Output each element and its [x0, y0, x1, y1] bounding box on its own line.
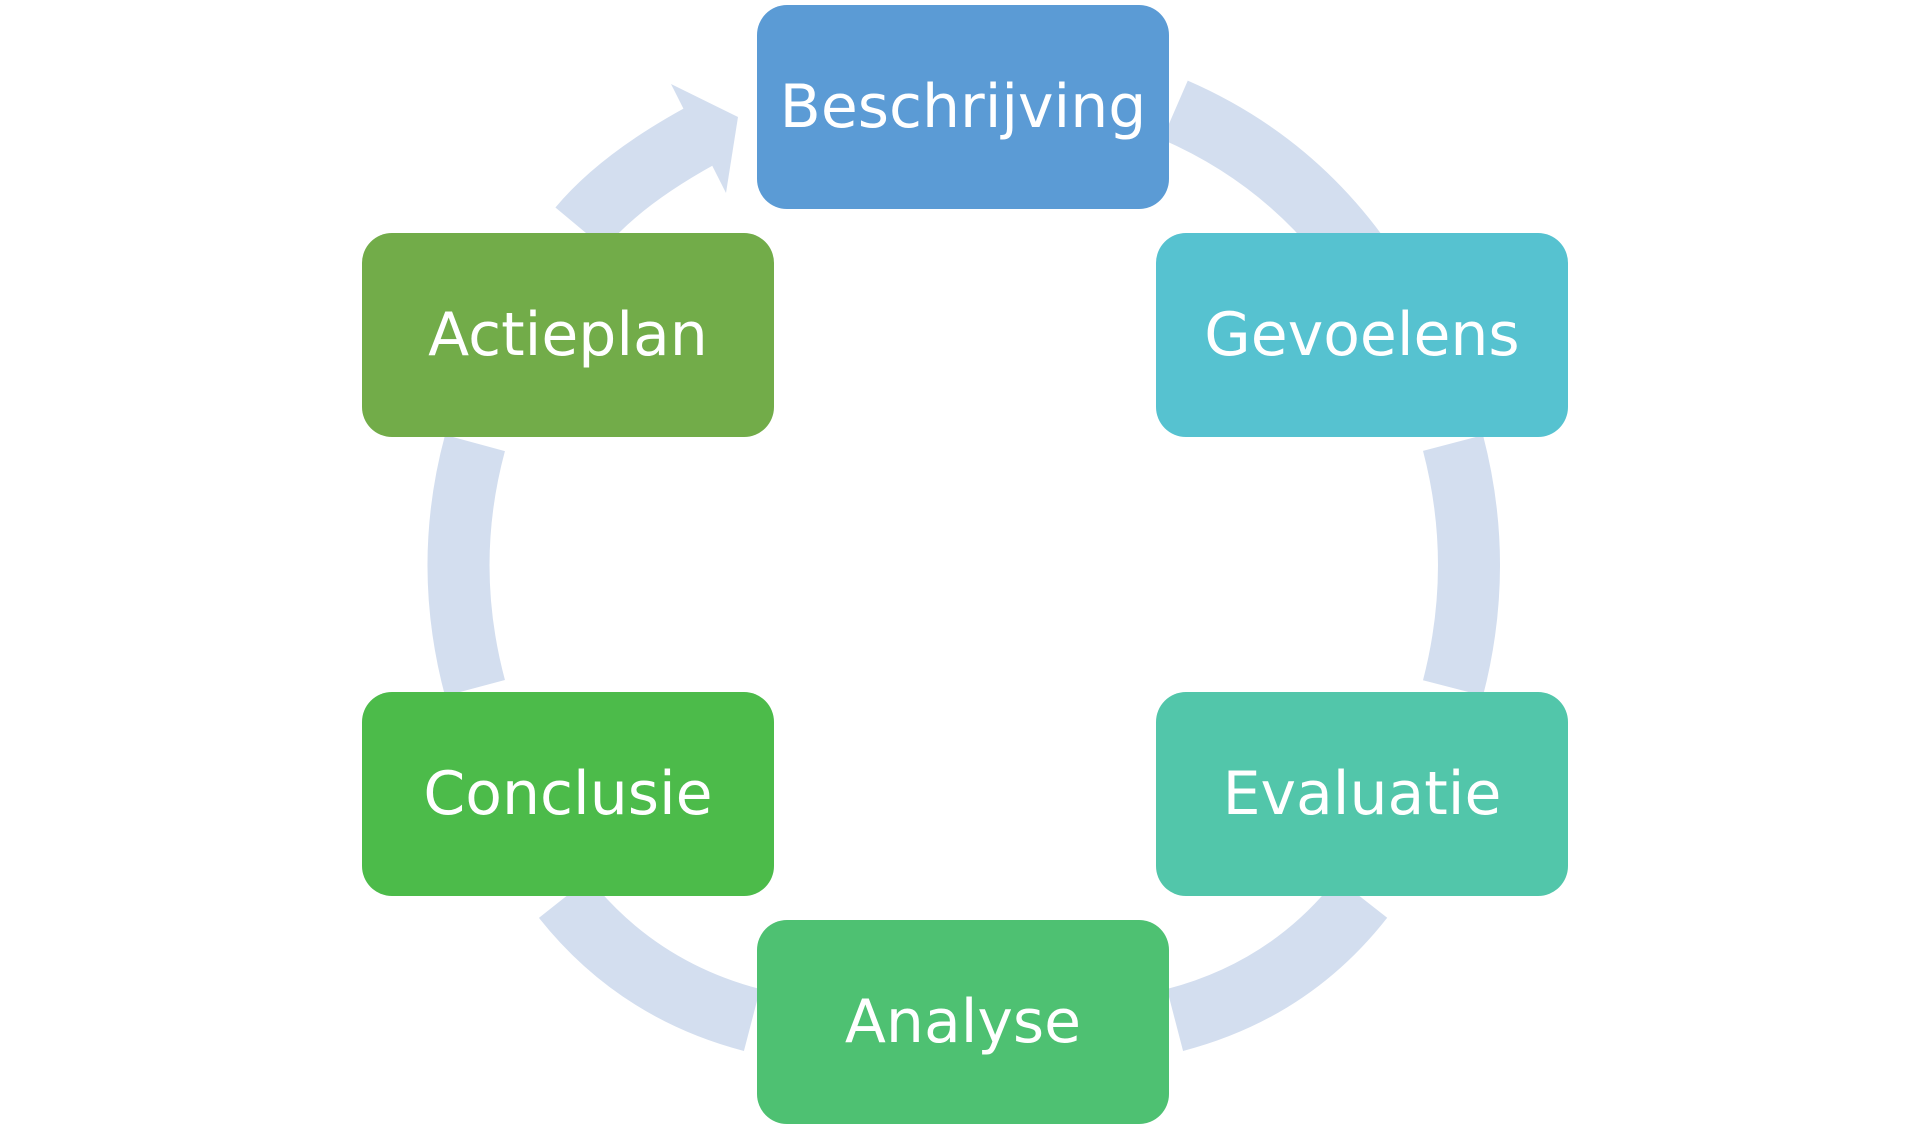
step-evaluatie-box: Evaluatie [1156, 692, 1568, 896]
step-beschrijving-label: Beschrijving [779, 72, 1147, 142]
ring-segment-actieplan-arrow [555, 107, 716, 249]
ring-segment-conclusie-actieplan [427, 434, 505, 697]
ring-segment-analyse-conclusie [538, 877, 761, 1051]
step-analyse-label: Analyse [844, 987, 1082, 1057]
step-evaluatie-label: Evaluatie [1222, 759, 1502, 829]
step-gevoelens-box: Gevoelens [1156, 233, 1568, 437]
cycle-arrowhead-icon [671, 84, 738, 193]
step-gevoelens-label: Gevoelens [1204, 300, 1520, 370]
step-beschrijving-box: Beschrijving [757, 5, 1169, 209]
step-actieplan-box: Actieplan [362, 233, 774, 437]
step-conclusie-box: Conclusie [362, 692, 774, 896]
ring-segment-gevoelens-evaluatie [1422, 435, 1500, 696]
step-analyse-box: Analyse [757, 920, 1169, 1124]
step-conclusie-label: Conclusie [423, 759, 713, 829]
step-actieplan-label: Actieplan [428, 300, 708, 370]
ring-segment-evaluatie-analyse [1166, 877, 1388, 1051]
